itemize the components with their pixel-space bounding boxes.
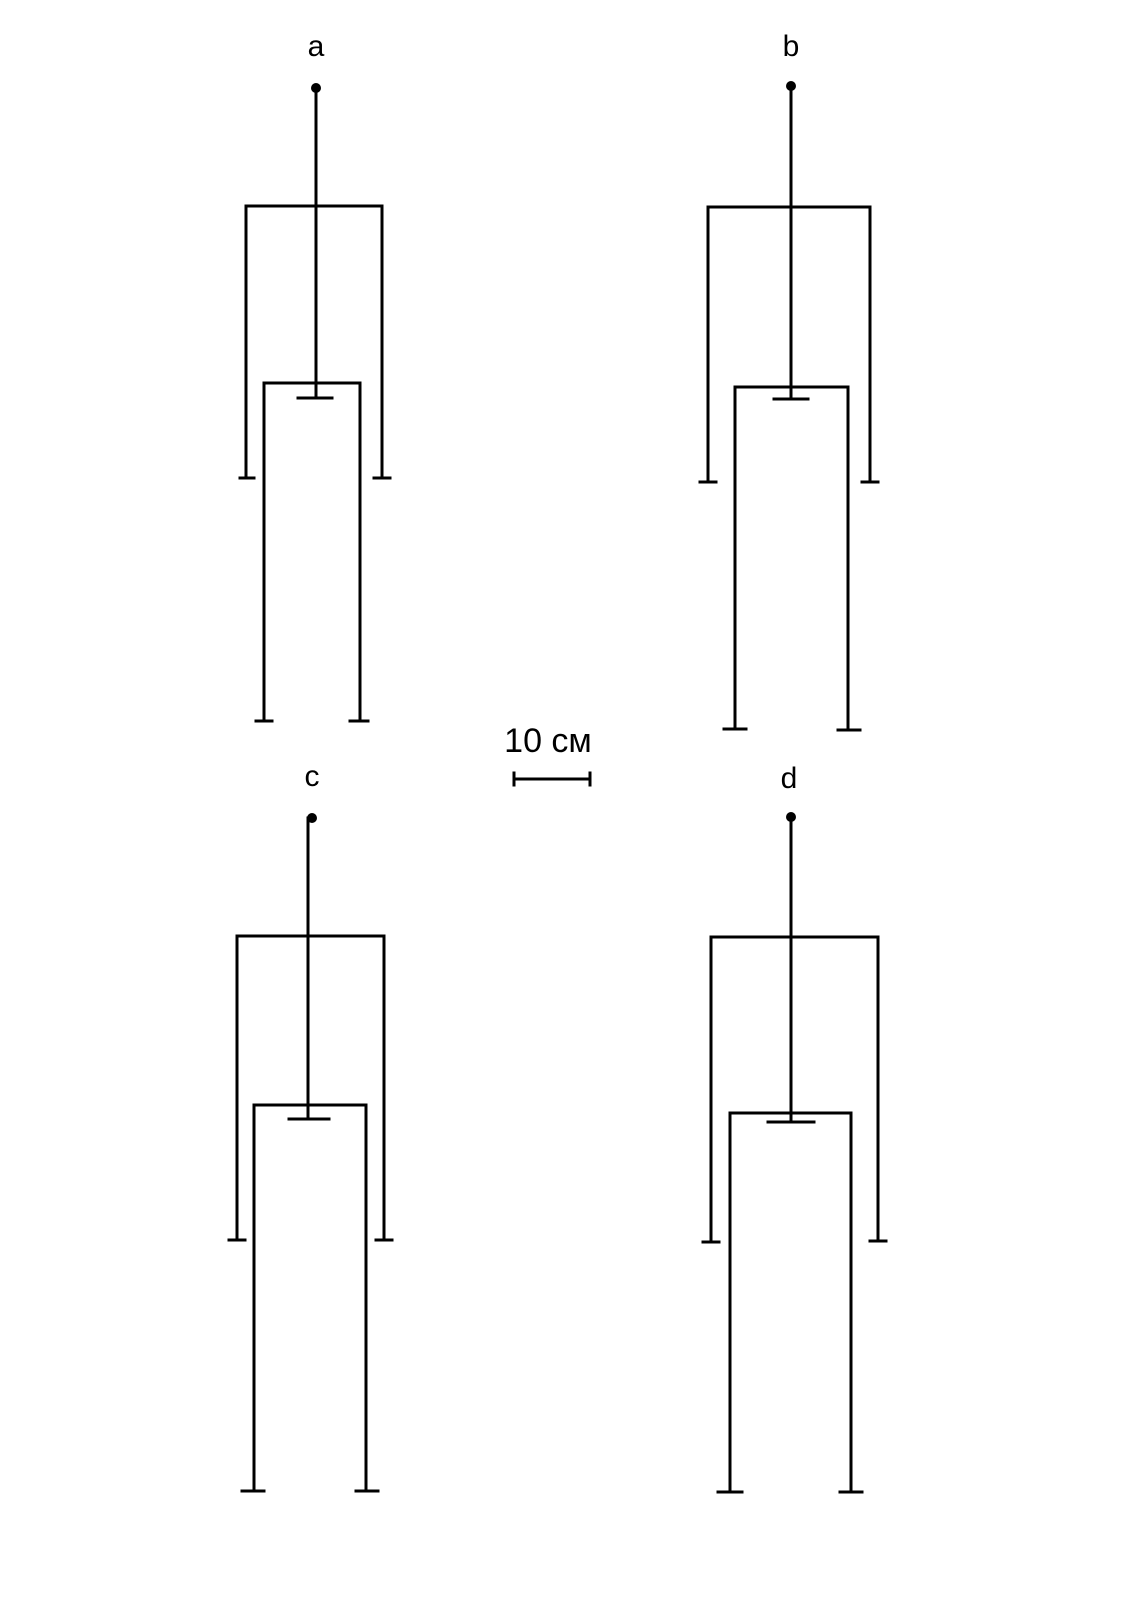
figure-a: a bbox=[238, 30, 392, 723]
figure-a-legs bbox=[262, 381, 362, 722]
figure-c-legs bbox=[252, 1103, 368, 1492]
figure-a-label: a bbox=[308, 30, 325, 63]
figure-d: d bbox=[701, 762, 888, 1494]
figure-c-arms bbox=[235, 934, 386, 1241]
figure-c: c bbox=[227, 760, 394, 1493]
figure-b-legs bbox=[733, 385, 850, 730]
figure-b-label: b bbox=[783, 30, 800, 63]
figure-d-label: d bbox=[781, 762, 798, 795]
figure-b-arms bbox=[706, 205, 872, 483]
scale-bar-label: 10 см bbox=[504, 722, 592, 760]
figure-c-label: c bbox=[305, 760, 320, 793]
scale-bar: 10 см bbox=[504, 722, 592, 787]
figure-d-legs bbox=[728, 1111, 853, 1493]
figure-a-arms bbox=[244, 204, 384, 479]
figure-b: b bbox=[698, 30, 880, 732]
figure-d-arms bbox=[709, 935, 880, 1243]
